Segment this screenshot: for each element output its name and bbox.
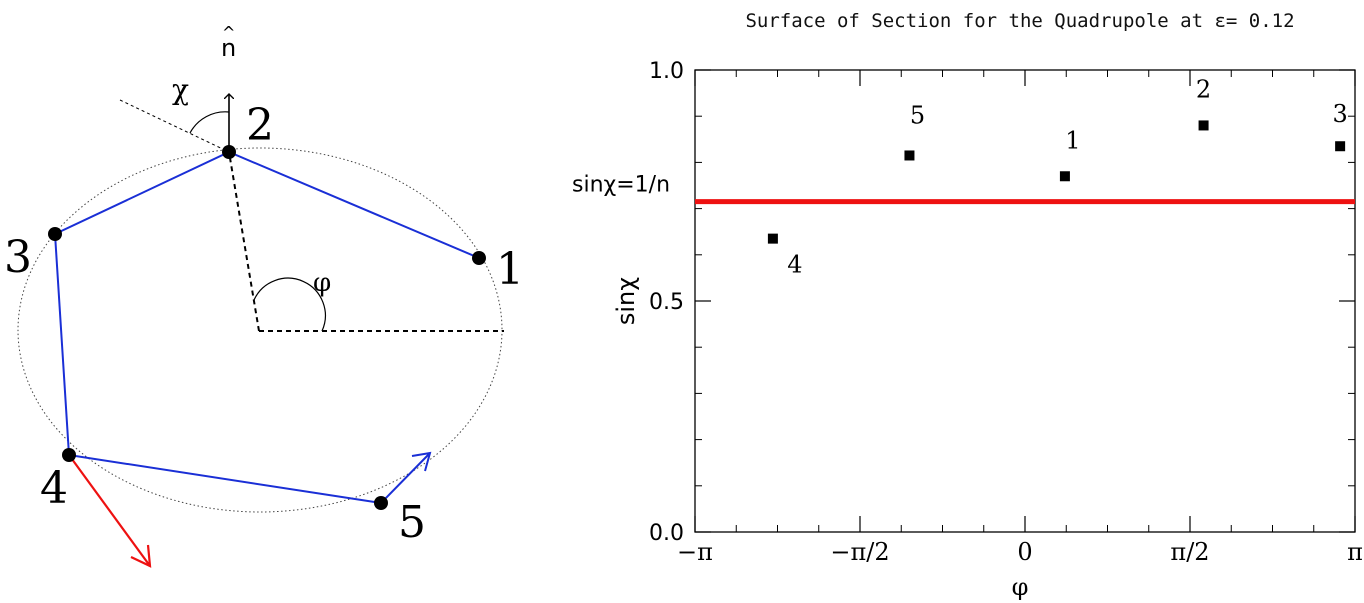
point-4 [62,448,76,462]
chi-label: χ [172,73,189,106]
y-ticks [695,69,1355,533]
point-label-3: 3 [4,232,32,283]
x-tick-label-neg-pi: −π [677,538,713,566]
data-point-label-4: 4 [787,251,802,279]
chart-title: Surface of Section for the Quadrupole at… [745,10,1294,32]
point-label-2: 2 [246,100,274,151]
tangent-line [119,99,230,153]
x-tick-label-zero: 0 [1017,538,1032,566]
y-tick-label-1: 1.0 [649,59,684,84]
data-point-2 [1198,120,1209,131]
data-point-label-5: 5 [910,101,925,129]
data-point-5 [904,150,915,161]
point-label-4: 4 [40,463,68,514]
data-point-4 [767,233,778,244]
escape-arrow [68,454,152,568]
data-point-label-3: 3 [1332,100,1347,128]
plot-frame [694,69,1356,533]
minor-ticks [694,69,1356,533]
phi-label: φ [313,268,331,298]
point-1 [472,251,486,265]
x-axis-label: φ [1012,573,1029,601]
x-ticks [694,70,1356,532]
point-5 [374,496,388,510]
phi-angle-arc [253,277,326,332]
y-tick-label-0: 0.0 [649,521,684,546]
radius-to-point-2 [228,151,260,332]
normal-label: n [221,34,236,62]
normal-hat: ^ [222,23,235,42]
point-label-5: 5 [398,497,426,548]
x-tick-label-neg-half-pi: −π/2 [830,538,889,566]
orbit-path [53,150,480,504]
continue-arrow [380,451,432,504]
chi-angle-arc [189,111,230,134]
point-label-1: 1 [496,244,524,295]
data-point-3 [1335,141,1346,152]
x-tick-label-half-pi: π/2 [1170,538,1209,566]
y-tick-label-0-5: 0.5 [649,290,684,315]
data-point-label-1: 1 [1065,126,1080,154]
billiard-diagram: 1 2 3 4 5 χ ^ n φ [4,23,524,568]
point-3 [48,227,62,241]
critical-line-label: sinχ=1/n [572,173,670,198]
data-point-1 [1059,171,1070,182]
data-point-label-2: 2 [1196,75,1211,103]
surface-of-section-chart: Surface of Section for the Quadrupole at… [572,10,1363,601]
point-2 [222,145,236,159]
y-axis-label: sinχ [612,277,640,325]
x-tick-label-pi: π [1347,538,1363,566]
data-points: 1 2 3 4 5 [767,75,1348,279]
